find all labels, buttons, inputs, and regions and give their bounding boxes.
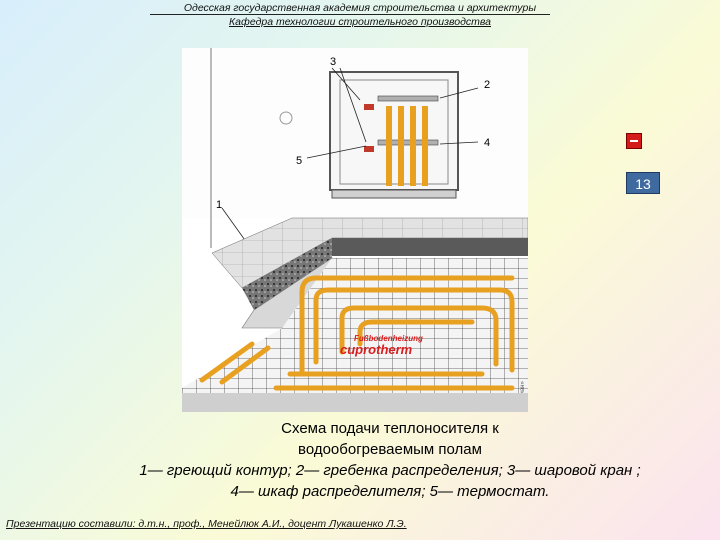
- label-2: 2: [484, 79, 490, 91]
- header-divider: [150, 14, 550, 15]
- authors-footer: Презентацию составили: д.т.н., проф., Ме…: [6, 518, 407, 530]
- brand-mark: Fußbodenheizung cuprotherm: [340, 334, 423, 357]
- svg-text:Fußbodenheizung: Fußbodenheizung: [354, 334, 423, 343]
- label-4: 4: [484, 137, 490, 149]
- label-5: 5: [296, 155, 302, 167]
- floor-heating-diagram: 3 2 4 5 1 Fußbodenheizung cuprotherm «Ра…: [182, 48, 528, 412]
- screed-layer: [322, 238, 528, 256]
- manifold-pipes: [364, 95, 439, 186]
- wall-edge: [210, 48, 212, 248]
- caption-legend-line1: 1— греющий контур; 2— гребенка распредел…: [139, 462, 641, 479]
- floor-base: [182, 393, 528, 412]
- caption-title-line1: Схема подачи теплоносителя к: [281, 420, 499, 437]
- svg-text:cuprotherm: cuprotherm: [340, 342, 413, 357]
- cabinet-lid: [331, 189, 457, 199]
- distribution-cabinet: [329, 71, 459, 199]
- label-1: 1: [216, 199, 222, 211]
- page-number: 13: [626, 172, 660, 194]
- gravel-layer: [242, 238, 332, 310]
- department-name: Кафедра технологии строительного произво…: [228, 16, 491, 28]
- institution-name: Одесская государственная академия строит…: [183, 2, 537, 14]
- caption-title-line2: водообогреваемым полам: [298, 441, 482, 458]
- figure-caption: Схема подачи теплоносителя к водообогрев…: [40, 418, 720, 502]
- wall-outlet-icon: [279, 111, 293, 125]
- label-3: 3: [330, 56, 336, 68]
- heating-circuit: [199, 275, 515, 391]
- caption-legend-line2: 4— шкаф распределителя; 5— термостат.: [230, 483, 550, 500]
- minus-icon[interactable]: [626, 133, 642, 149]
